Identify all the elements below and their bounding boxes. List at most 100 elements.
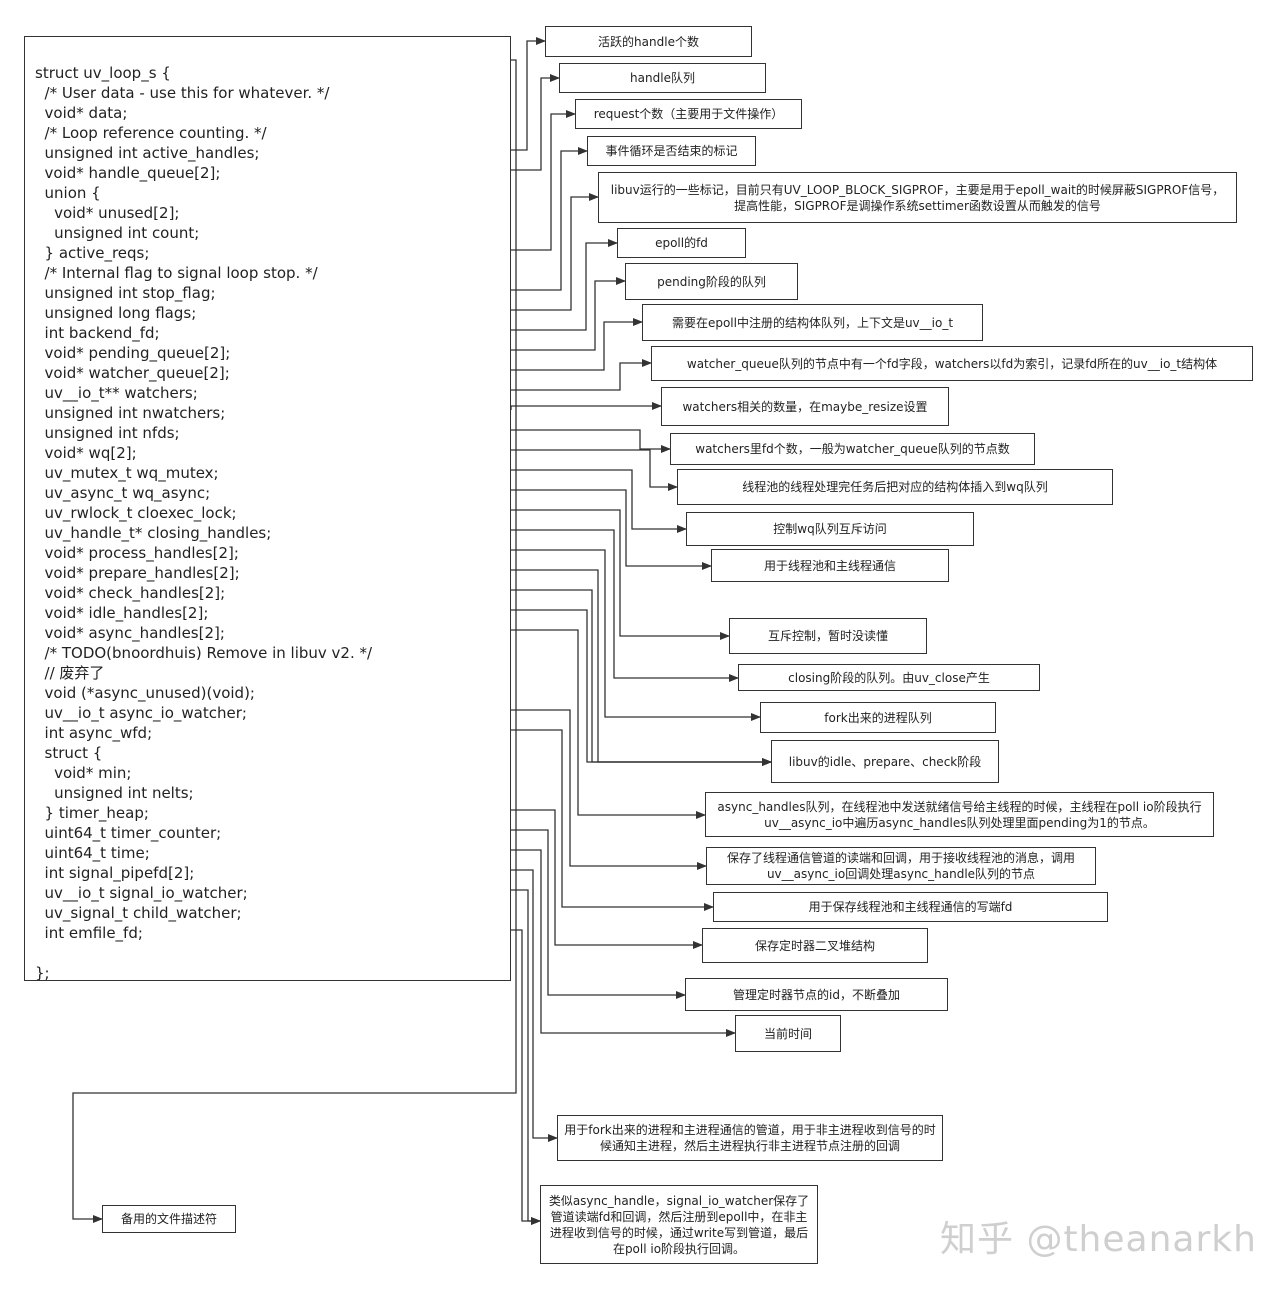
- connector-arrow: [511, 509, 730, 640]
- code-line: /* User data - use this for whatever. */: [35, 84, 330, 102]
- code-line: unsigned int nwatchers;: [35, 404, 226, 422]
- note-box: handle队列: [559, 63, 766, 93]
- connector-arrow: [511, 869, 558, 1142]
- code-line: void* wq[2];: [35, 444, 137, 462]
- note-box: 类似async_handle，signal_io_watcher保存了管道读端f…: [540, 1185, 818, 1264]
- connector-arrow: [511, 193, 599, 311]
- connector-arrow: [511, 277, 626, 351]
- code-line: struct {: [35, 744, 103, 762]
- note-box: 用于fork出来的进程和主进程通信的管道，用于非主进程收到信号的时候通知主进程，…: [557, 1115, 943, 1161]
- code-line: void* check_handles[2];: [35, 584, 226, 602]
- code-line: uv_handle_t* closing_handles;: [35, 524, 272, 542]
- connector-arrow: [511, 629, 706, 819]
- note-box: watchers里fd个数，一般为watcher_queue队列的节点数: [670, 433, 1035, 465]
- connector-arrow: [511, 529, 739, 682]
- code-line: /* TODO(bnoordhuis) Remove in libuv v2. …: [35, 644, 373, 662]
- note-box: libuv的idle、prepare、check阶段: [771, 740, 999, 783]
- code-line: void* watcher_queue[2];: [35, 364, 230, 382]
- code-line: void* unused[2];: [35, 204, 180, 222]
- code-line: uv__io_t** watchers;: [35, 384, 198, 402]
- connector-arrow: [511, 359, 652, 391]
- code-line: void* pending_queue[2];: [35, 344, 231, 362]
- code-line: unsigned int nelts;: [35, 784, 194, 802]
- connector-arrow: [511, 569, 772, 766]
- code-line: int async_wfd;: [35, 724, 153, 742]
- code-line: unsigned int nfds;: [35, 424, 180, 442]
- connector-arrow: [511, 37, 546, 151]
- note-box: 保存定时器二叉堆结构: [702, 928, 928, 963]
- connector-arrow: [511, 429, 671, 453]
- uv-loop-struct-code-box: struct uv_loop_s { /* User data - use th…: [24, 36, 511, 982]
- connector-arrow: [511, 589, 772, 766]
- code-line: void* data;: [35, 104, 128, 122]
- note-box: closing阶段的队列。由uv_close产生: [738, 664, 1040, 691]
- note-box: 线程池的线程处理完任务后把对应的结构体插入到wq队列: [677, 469, 1113, 505]
- code-line: int backend_fd;: [35, 324, 160, 342]
- connector-arrow: [511, 110, 576, 251]
- note-box: 互斥控制，暂时没读懂: [729, 618, 927, 654]
- connector-arrow: [511, 239, 618, 331]
- code-line: int emfile_fd;: [35, 924, 143, 942]
- code-line: uv__io_t signal_io_watcher;: [35, 884, 248, 902]
- note-box: 事件循环是否结束的标记: [587, 136, 756, 166]
- connector-arrow: [511, 849, 736, 1037]
- note-box: epoll的fd: [617, 228, 746, 258]
- code-line: /* Loop reference counting. */: [35, 124, 267, 142]
- code-line: uv_rwlock_t cloexec_lock;: [35, 504, 237, 522]
- note-box: 管理定时器节点的id，不断叠加: [685, 978, 948, 1011]
- code-line: void* async_handles[2];: [35, 624, 225, 642]
- code-line: } active_reqs;: [35, 244, 150, 262]
- code-line: void* min;: [35, 764, 132, 782]
- connector-arrow: [511, 809, 703, 949]
- connector-arrow: [511, 549, 761, 721]
- note-box: 用于保存线程池和主线程通信的写端fd: [713, 892, 1108, 922]
- connector-arrow: [511, 829, 686, 999]
- code-line: int signal_pipefd[2];: [35, 864, 195, 882]
- connector-arrow: [510, 402, 662, 410]
- note-box: request个数（主要用于文件操作）: [575, 99, 802, 129]
- note-box: 活跃的handle个数: [545, 26, 752, 57]
- note-box: async_handles队列，在线程池中发送就绪信号给主线程的时候，主线程在p…: [705, 792, 1214, 837]
- code-line: };: [35, 964, 50, 982]
- note-box: 用于线程池和主线程通信: [711, 549, 949, 582]
- note-box: 保存了线程通信管道的读端和回调，用于接收线程池的消息，调用uv__async_i…: [706, 847, 1096, 885]
- note-box: watcher_queue队列的节点中有一个fd字段，watchers以fd为索…: [651, 346, 1253, 381]
- code-line: uint64_t timer_counter;: [35, 824, 222, 842]
- connector-arrow: [511, 469, 687, 533]
- note-box: 控制wq队列互斥访问: [686, 512, 974, 546]
- connector-arrow: [511, 74, 560, 171]
- code-line: uv_signal_t child_watcher;: [35, 904, 242, 922]
- code-line: /* Internal flag to signal loop stop. */: [35, 264, 318, 282]
- code-line: void* handle_queue[2];: [35, 164, 221, 182]
- zhihu-watermark: 知乎 @theanarkh: [940, 1219, 1257, 1260]
- code-line: void* process_handles[2];: [35, 544, 239, 562]
- note-box: pending阶段的队列: [625, 263, 798, 300]
- note-box: 需要在epoll中注册的结构体队列，上下文是uv__io_t: [642, 304, 983, 341]
- code-line: uv__io_t async_io_watcher;: [35, 704, 247, 722]
- connector-arrow: [511, 709, 707, 870]
- code-line: struct uv_loop_s {: [35, 64, 171, 82]
- code-line: unsigned int active_handles;: [35, 144, 260, 162]
- code-line: uv_mutex_t wq_mutex;: [35, 464, 219, 482]
- code-line: uv_async_t wq_async;: [35, 484, 211, 502]
- connector-arrow: [511, 729, 714, 911]
- code-line: uint64_t time;: [35, 844, 150, 862]
- connector-arrow: [511, 318, 643, 371]
- code-line: void (*async_unused)(void);: [35, 684, 255, 702]
- connector-arrow: [511, 147, 588, 291]
- code-line: unsigned int stop_flag;: [35, 284, 216, 302]
- code-line: unsigned long flags;: [35, 304, 197, 322]
- connector-arrow: [72, 59, 517, 1223]
- connector-arrow: [511, 449, 678, 491]
- note-box: fork出来的进程队列: [760, 702, 996, 733]
- code-line: } timer_heap;: [35, 804, 149, 822]
- code-line: void* idle_handles[2];: [35, 604, 209, 622]
- note-box: 备用的文件描述符: [102, 1205, 236, 1233]
- note-box: 当前时间: [735, 1015, 841, 1052]
- note-box: libuv运行的一些标记，目前只有UV_LOOP_BLOCK_SIGPROF，主…: [598, 172, 1237, 223]
- connector-arrow: [511, 609, 772, 766]
- code-line: // 废弃了: [35, 664, 105, 682]
- code-line: union {: [35, 184, 101, 202]
- code-line: unsigned int count;: [35, 224, 200, 242]
